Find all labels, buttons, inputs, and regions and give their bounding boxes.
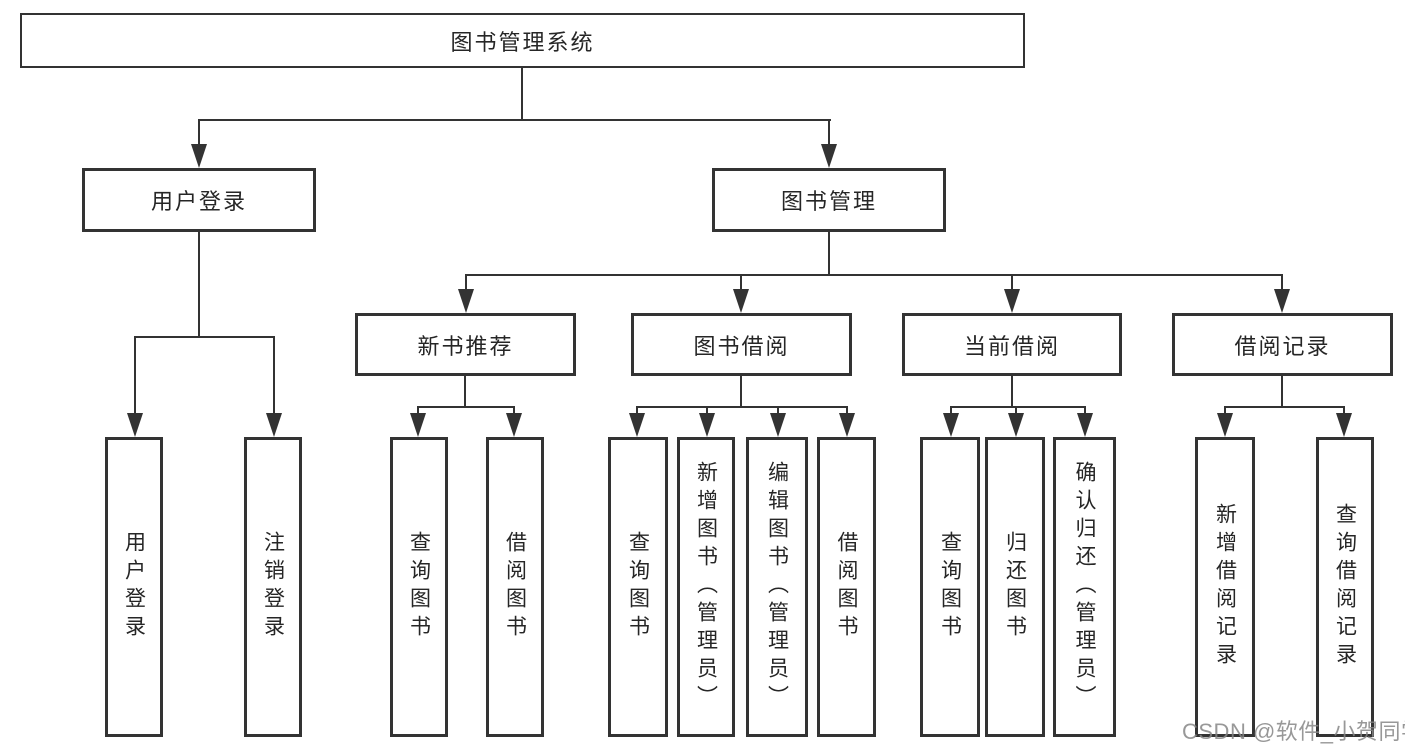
node-label: 图书管理系统 (450, 29, 595, 55)
arrowhead-query-books-recommend (410, 413, 426, 437)
connector-branch-book-borrowing (740, 274, 742, 291)
leaf-confirm-return-admin: 确认归还（管理员） (1053, 437, 1116, 737)
connector-user-login-stem (198, 232, 200, 338)
leaf-label: 新增图书（管理员） (694, 461, 718, 713)
leaf-label: 新增借阅记录 (1213, 503, 1237, 671)
connector-branch (1015, 406, 1017, 416)
connector-book-management-hline (465, 274, 1283, 276)
leaf-label: 归还图书 (1003, 531, 1027, 643)
arrowhead-confirm-return-admin (1077, 413, 1093, 437)
leaf-label: 借阅图书 (503, 531, 527, 643)
node-label: 借阅记录 (1234, 333, 1331, 359)
leaf-query-borrow-record: 查询借阅记录 (1316, 437, 1374, 737)
arrowhead-query-books-borrowing (629, 413, 645, 437)
arrowhead-add-books-admin (699, 413, 715, 437)
arrowhead-edit-books-admin (770, 413, 786, 437)
leaf-label: 借阅图书 (835, 531, 858, 643)
connector-current-borrowing-stem (1011, 376, 1013, 408)
arrowhead-user-login (191, 144, 207, 168)
node-label: 图书管理 (780, 189, 877, 214)
connector-root-hline (198, 119, 831, 121)
node-book-borrowing: 图书借阅 (631, 313, 852, 376)
connector-branch-new-book-recommend (465, 274, 467, 291)
leaf-label: 查询图书 (626, 531, 650, 643)
arrowhead-borrow-books-recommend (506, 413, 522, 437)
connector-branch (636, 406, 638, 416)
leaf-user-login: 用户登录 (105, 437, 163, 737)
node-label: 用户登录 (150, 189, 247, 214)
leaf-return-books: 归还图书 (985, 437, 1045, 737)
connector-branch (417, 406, 419, 416)
leaf-label: 查询借阅记录 (1333, 503, 1357, 671)
connector-branch-current-borrowing (1011, 274, 1013, 291)
arrowhead-add-borrow-record (1217, 413, 1233, 437)
connector-branch-leaf-logout (273, 336, 275, 415)
leaf-add-borrow-record: 新增借阅记录 (1195, 437, 1255, 737)
node-new-book-recommend: 新书推荐 (355, 313, 576, 376)
connector-branch (1084, 406, 1086, 416)
node-label: 当前借阅 (963, 333, 1060, 359)
node-borrowing-records: 借阅记录 (1172, 313, 1393, 376)
connector-branch-borrowing-records (1281, 274, 1283, 291)
arrowhead-borrowing-records (1274, 289, 1290, 313)
connector-new-book-recommend-stem (464, 376, 466, 408)
connector-current-borrowing-hline (950, 406, 1086, 408)
arrowhead-current-borrowing (1004, 289, 1020, 313)
node-current-borrowing: 当前借阅 (902, 313, 1122, 376)
csdn-watermark: CSDN @软件_小贺同学 (1182, 719, 1405, 744)
arrowhead-book-borrowing (733, 289, 749, 313)
connector-branch (950, 406, 952, 416)
arrowhead-query-borrow-record (1336, 413, 1352, 437)
leaf-label: 查询图书 (938, 531, 962, 643)
arrowhead-leaf-logout (266, 413, 282, 437)
leaf-edit-books-admin: 编辑图书（管理员） (746, 437, 808, 737)
arrowhead-book-management (821, 144, 837, 168)
node-root-system: 图书管理系统 (20, 13, 1025, 68)
arrowhead-new-book-recommend (458, 289, 474, 313)
leaf-label: 查询图书 (407, 531, 431, 643)
leaf-query-books-recommend: 查询图书 (390, 437, 448, 737)
arrowhead-borrow-books (839, 413, 855, 437)
leaf-label: 用户登录 (122, 531, 146, 643)
connector-book-management-stem (828, 232, 830, 276)
connector-branch (846, 406, 848, 416)
leaf-label: 注销登录 (261, 531, 285, 643)
leaf-query-books-borrowing: 查询图书 (608, 437, 668, 737)
connector-root-stem (521, 68, 523, 121)
connector-branch (706, 406, 708, 416)
connector-borrowing-records-hline (1224, 406, 1344, 408)
node-user-login: 用户登录 (82, 168, 316, 232)
connector-user-login-hline (134, 336, 275, 338)
leaf-borrow-books: 借阅图书 (817, 437, 876, 737)
arrowhead-leaf-login (127, 413, 143, 437)
leaf-logout: 注销登录 (244, 437, 302, 737)
leaf-label: 编辑图书（管理员） (765, 461, 789, 713)
leaf-query-books-current: 查询图书 (920, 437, 980, 737)
leaf-label: 确认归还（管理员） (1073, 461, 1096, 713)
arrowhead-return-books (1008, 413, 1024, 437)
connector-branch-book-management (828, 119, 830, 147)
node-label: 图书借阅 (693, 333, 790, 359)
connector-branch-leaf-login (134, 336, 136, 415)
connector-branch (777, 406, 779, 416)
connector-book-borrowing-stem (740, 376, 742, 408)
connector-new-book-recommend-hline (417, 406, 515, 408)
arrowhead-query-books-current (943, 413, 959, 437)
leaf-borrow-books-recommend: 借阅图书 (486, 437, 544, 737)
node-label: 新书推荐 (417, 333, 514, 359)
connector-borrowing-records-stem (1281, 376, 1283, 408)
connector-book-borrowing-hline (636, 406, 848, 408)
connector-branch (1343, 406, 1345, 416)
node-book-management: 图书管理 (712, 168, 946, 232)
connector-branch-user-login (198, 119, 200, 147)
leaf-add-books-admin: 新增图书（管理员） (677, 437, 735, 737)
connector-branch (513, 406, 515, 416)
connector-branch (1224, 406, 1226, 416)
